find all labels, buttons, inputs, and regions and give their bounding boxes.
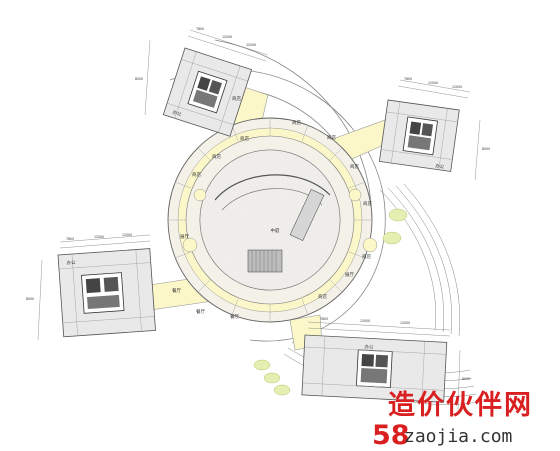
- room-label: 商店: [363, 200, 372, 207]
- room-label: 餐厅: [230, 313, 239, 320]
- room-label: 商店: [232, 95, 241, 102]
- dim-label: 7800: [320, 317, 328, 321]
- watermark-num: 58: [372, 420, 410, 451]
- dim-label: 8000: [482, 147, 490, 151]
- room-label: 餐厅: [196, 308, 205, 315]
- watermark: 造价伙伴网 58 zaojia.com: [372, 390, 533, 451]
- ring-room-labels: 商店 商店 商店 商店 商店 商店 餐厅 餐厅 餐厅 商店 商店 商店 商店 展…: [172, 95, 372, 320]
- room-label: 商店: [240, 135, 249, 142]
- wing-label-south: 办公: [364, 343, 374, 350]
- wing-label-north: 办公: [172, 108, 183, 118]
- room-label: 商店: [362, 253, 371, 260]
- office-wing-south: 办公: [301, 334, 448, 403]
- room-label: 展厅: [345, 272, 354, 278]
- dim-label: 8000: [462, 377, 470, 381]
- dimension-texts: 7800 12000 12000 8000 7800 12000 12000 8…: [26, 27, 490, 381]
- dim-label: 12000: [428, 81, 438, 85]
- wing-label-east: 办公: [435, 162, 445, 170]
- room-label: 商店: [327, 134, 336, 141]
- office-wing-west: 办公: [57, 248, 156, 338]
- dim-label: 7800: [66, 237, 74, 241]
- dim-label: 12000: [400, 321, 410, 325]
- dim-label: 7800: [196, 27, 204, 31]
- room-label: 展厅: [180, 234, 189, 240]
- watermark-url: zaojia.com: [404, 426, 512, 447]
- office-wing-north: 办公: [162, 47, 253, 137]
- dim-label: 12000: [94, 235, 104, 239]
- dim-label: 8000: [135, 77, 143, 81]
- dim-label: 12000: [360, 319, 370, 323]
- dim-label: 12000: [122, 233, 132, 237]
- dim-label: 12000: [246, 43, 256, 47]
- watermark-cn: 造价伙伴网: [388, 390, 533, 421]
- landscape-trees: [253, 208, 408, 396]
- dim-label: 12000: [452, 85, 462, 89]
- circulation-nodes: [182, 188, 378, 253]
- dim-label: 7800: [404, 77, 412, 81]
- dimension-lines: [37, 29, 481, 411]
- room-label: 商店: [292, 119, 301, 126]
- room-label: 餐厅: [172, 287, 181, 294]
- dim-label: 8000: [26, 297, 34, 301]
- room-label: 商店: [350, 163, 359, 170]
- ring-building: 中庭: [167, 117, 373, 323]
- room-label: 商店: [318, 293, 327, 300]
- wing-label-west: 办公: [66, 259, 76, 267]
- room-label: 商店: [192, 171, 201, 178]
- dim-label: 12000: [222, 35, 232, 39]
- atrium-label: 中庭: [271, 227, 280, 234]
- room-label: 商店: [212, 153, 221, 160]
- office-wing-east: 办公: [378, 99, 460, 172]
